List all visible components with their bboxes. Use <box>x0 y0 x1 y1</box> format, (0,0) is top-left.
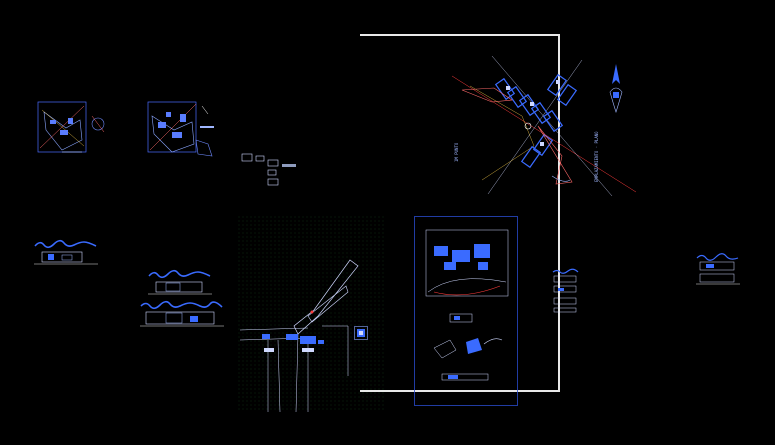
elevation-drawing-2[interactable] <box>148 268 212 298</box>
elevation-drawing-right-1[interactable] <box>552 268 582 318</box>
detail-block-cluster[interactable] <box>240 152 300 192</box>
elevation-drawing-3[interactable] <box>140 300 224 330</box>
master-plan-vertical-label: EMPLAZAMIENTO · PLANO <box>594 131 599 182</box>
detail-square[interactable] <box>354 326 368 340</box>
site-plan-thumb-1[interactable] <box>36 100 116 160</box>
master-plan-label: 1M PUNTO <box>454 142 459 162</box>
site-plan-thumb-2[interactable] <box>146 100 226 160</box>
master-plan-drawing[interactable] <box>451 55 638 200</box>
layout-sheet-plan[interactable] <box>414 216 518 406</box>
context-map-sheet[interactable] <box>238 216 384 413</box>
elevation-drawing-right-2[interactable] <box>696 252 740 286</box>
north-arrow-icon <box>609 64 623 113</box>
elevation-drawing-1[interactable] <box>34 238 98 268</box>
layout-frame-top-line <box>360 34 560 36</box>
